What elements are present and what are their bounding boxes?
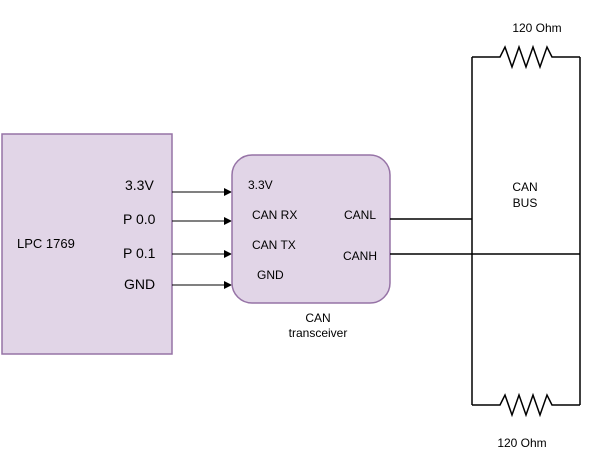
- bus-label-line1: CAN: [512, 180, 537, 194]
- bus-label-line2: BUS: [513, 196, 538, 210]
- resistor-bottom-label: 120 Ohm: [497, 436, 546, 450]
- resistor-top-label: 120 Ohm: [512, 21, 561, 35]
- mcu-pin-gnd: GND: [124, 276, 155, 292]
- mcu-block: [1, 133, 173, 355]
- mcu-pin-p00: P 0.0: [123, 211, 156, 227]
- transceiver-pin-3v3: 3.3V: [248, 178, 273, 192]
- mcu-pin-p01: P 0.1: [123, 245, 156, 261]
- transceiver-pin-canl: CANL: [344, 208, 376, 222]
- mcu-label: LPC 1769: [17, 236, 75, 251]
- transceiver-caption-line2: transceiver: [289, 326, 348, 340]
- transceiver-block: [231, 154, 391, 304]
- transceiver-pin-can-tx: CAN TX: [252, 238, 296, 252]
- transceiver-pin-canh: CANH: [343, 249, 377, 263]
- transceiver-pin-can-rx: CAN RX: [252, 208, 297, 222]
- transceiver-pin-gnd: GND: [257, 268, 284, 282]
- mcu-pin-3v3: 3.3V: [125, 177, 154, 193]
- transceiver-caption-line1: CAN: [305, 311, 330, 325]
- resistor-bottom: [472, 392, 580, 418]
- resistor-top: [472, 44, 580, 70]
